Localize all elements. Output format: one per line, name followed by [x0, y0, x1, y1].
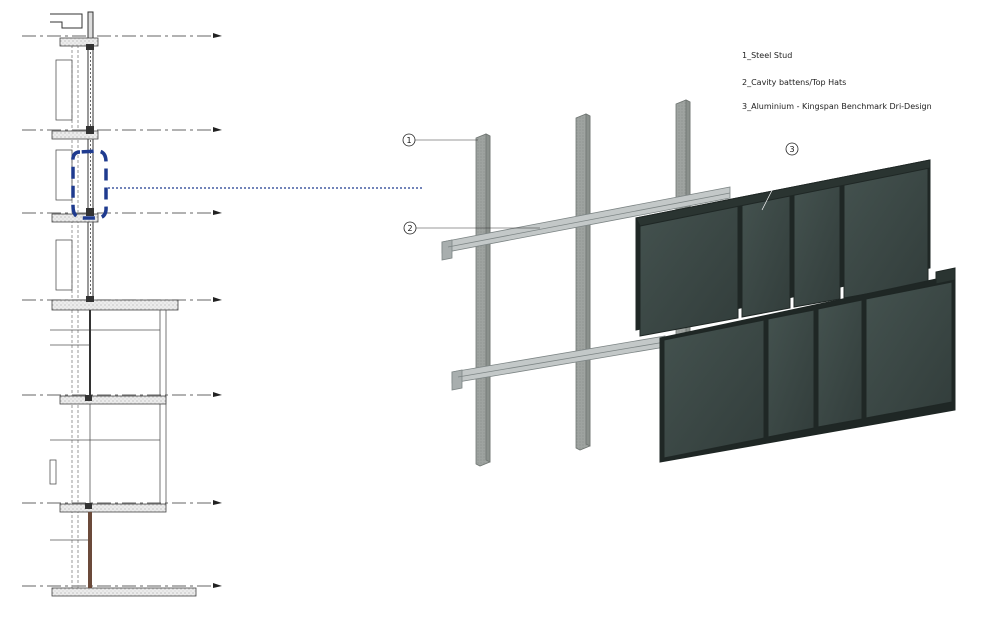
legend-item-cavity-battens: 2_Cavity battens/Top Hats — [742, 78, 847, 87]
cladding-lower-row — [659, 267, 956, 463]
cladding-upper-row — [635, 159, 931, 337]
lower-column — [88, 512, 92, 588]
cavity-battens — [441, 186, 731, 391]
building-section — [22, 11, 422, 597]
legend-item-cladding: 3_Aluminium - Kingspan Benchmark Dri-Des… — [742, 102, 932, 111]
callout-2-number: 2 — [407, 224, 412, 233]
callout-2: 2 — [403, 221, 540, 235]
legend-item-steel-stud: 1_Steel Stud — [742, 51, 793, 60]
axonometric-assembly: 1 2 3 — [402, 99, 956, 467]
callout-1: 1 — [402, 133, 478, 147]
floor-slabs — [51, 37, 197, 597]
callout-3: 3 — [761, 142, 799, 211]
callout-1-number: 1 — [406, 136, 411, 145]
callout-3-number: 3 — [789, 145, 794, 154]
interior-elements — [49, 59, 167, 541]
level-markers — [213, 33, 222, 588]
fixings — [85, 44, 94, 509]
level-lines — [22, 35, 215, 587]
detail-highlight-marker[interactable] — [71, 149, 108, 220]
parapet — [50, 11, 94, 43]
